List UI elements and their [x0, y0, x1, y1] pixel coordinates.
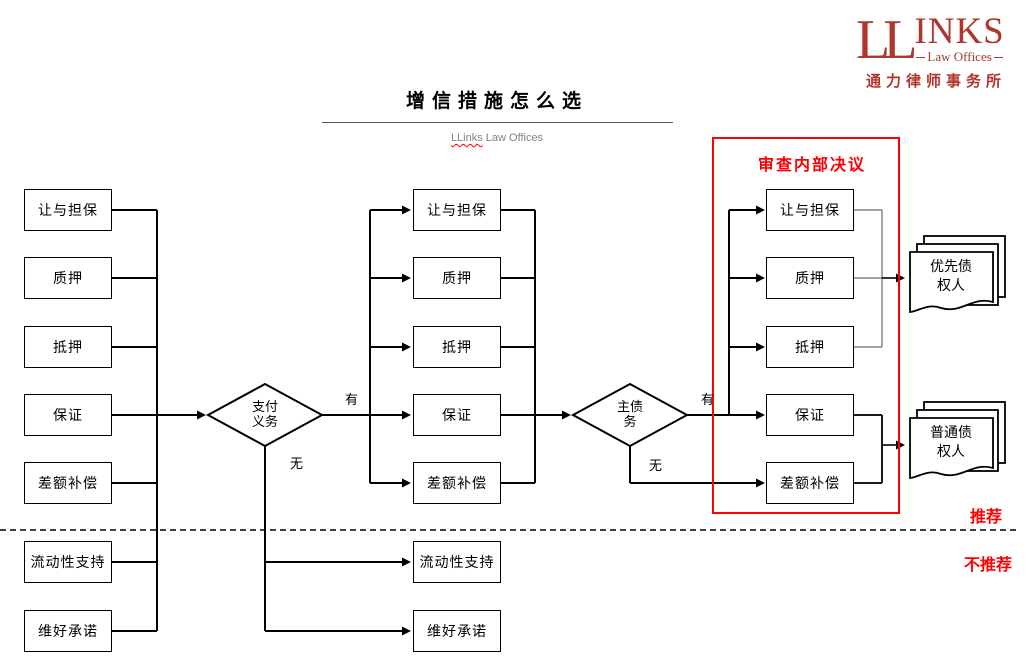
- box-left-liquidity-support: 流动性支持: [24, 541, 112, 583]
- senior-creditor-label: 优先债 权人: [911, 257, 991, 295]
- box-right-assignment-guarantee: 让与担保: [766, 189, 854, 231]
- logo-ll-letters: LL: [856, 9, 917, 71]
- box-left-assignment-guarantee: 让与担保: [24, 189, 112, 231]
- box-right-suretyship: 保证: [766, 394, 854, 436]
- payment-yes-label: 有: [345, 392, 359, 407]
- senior-creditor-line2: 权人: [937, 277, 965, 293]
- senior-creditor-document-icon: [909, 235, 1006, 314]
- box-left-shortfall-compensation: 差额补偿: [24, 462, 112, 504]
- review-internal-resolution-label: 审查内部决议: [757, 157, 866, 174]
- payment-diamond-line1: 支付: [251, 399, 278, 414]
- logo-tagline-text: Law Offices: [927, 49, 992, 64]
- title-divider: [322, 122, 673, 123]
- internal-resolution-highlight-rect: [712, 137, 900, 514]
- debt-diamond-line1: 主债: [616, 399, 643, 414]
- debt-no-label: 无: [649, 458, 663, 473]
- box-right-pledge: 质押: [766, 257, 854, 299]
- box-left-pledge: 质押: [24, 257, 112, 299]
- ordinary-creditor-document-icon: [909, 401, 1006, 480]
- logo-chinese-name: 通力律师事务所: [865, 73, 1006, 90]
- box-mid-pledge: 质押: [413, 257, 501, 299]
- payment-obligation-diamond-label: 支付 义务: [225, 399, 305, 429]
- ordinary-creditor-label: 普通债 权人: [911, 423, 991, 461]
- debt-yes-label: 有: [701, 392, 715, 407]
- subtitle-brand: LLinks: [450, 132, 483, 144]
- box-mid-shortfall-compensation: 差额补偿: [413, 462, 501, 504]
- box-mid-assignment-guarantee: 让与担保: [413, 189, 501, 231]
- subtitle-rest: Law Offices: [482, 132, 544, 144]
- collector-lines-gray: [853, 209, 883, 348]
- connector-lines: [112, 209, 730, 632]
- llinks-logo-wordmark: LL INKS Law Offices: [856, 9, 1016, 71]
- main-debt-diamond: [570, 382, 690, 448]
- senior-creditor-line1: 优先债: [930, 258, 972, 274]
- page-title: 增信措施怎么选: [405, 91, 588, 112]
- payment-no-label: 无: [290, 456, 304, 471]
- logo-tagline-rule-left: [916, 56, 926, 58]
- box-mid-liquidity-support: 流动性支持: [413, 541, 501, 583]
- main-debt-diamond-label: 主债 务: [590, 399, 670, 429]
- box-right-shortfall-compensation: 差额补偿: [766, 462, 854, 504]
- debt-diamond-line2: 务: [623, 414, 637, 429]
- payment-diamond-line2: 义务: [251, 414, 278, 429]
- payment-obligation-diamond: [205, 382, 325, 448]
- ordinary-creditor-line1: 普通债: [930, 424, 972, 440]
- box-right-mortgage: 抵押: [766, 326, 854, 368]
- llinks-logo: LL INKS Law Offices 通力律师事务所: [856, 9, 1016, 91]
- box-mid-mortgage: 抵押: [413, 326, 501, 368]
- subtitle: LLinks Law Offices: [347, 132, 647, 144]
- not-recommended-label: 不推荐: [963, 557, 1012, 574]
- ordinary-creditor-line2: 权人: [937, 443, 965, 459]
- logo-inks-letters: INKS: [914, 11, 1005, 52]
- box-left-suretyship: 保证: [24, 394, 112, 436]
- box-mid-keepwell-commitment: 维好承诺: [413, 610, 501, 652]
- recommended-label: 推荐: [969, 509, 1002, 526]
- box-mid-suretyship: 保证: [413, 394, 501, 436]
- box-left-mortgage: 抵押: [24, 326, 112, 368]
- collector-lines-dark: [853, 414, 883, 484]
- logo-tagline-rule-right: [993, 56, 1003, 58]
- logo-tagline: Law Offices: [914, 50, 1004, 64]
- box-left-keepwell-commitment: 维好承诺: [24, 610, 112, 652]
